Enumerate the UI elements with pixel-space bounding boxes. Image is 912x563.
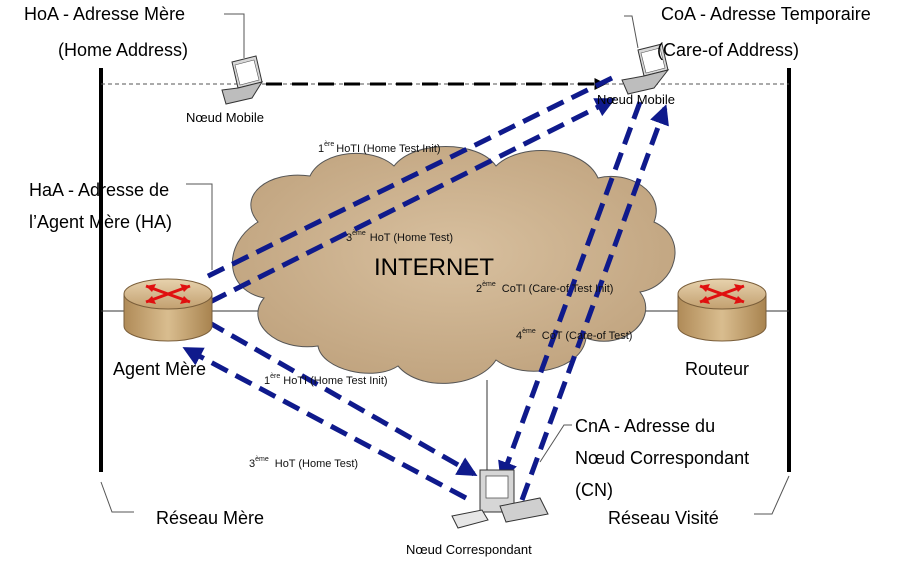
internet-label: INTERNET: [374, 254, 494, 281]
arrow-coti-mn-to-cn: [498, 101, 643, 482]
msg-ordinal: 1: [264, 375, 270, 387]
hoa-label-line1: HoA - Adresse Mère: [24, 4, 185, 24]
cna-label-line2: Nœud Correspondant: [575, 448, 749, 468]
coa-label-line1: CoA - Adresse Temporaire: [661, 4, 871, 24]
message-arrows: [182, 75, 669, 501]
msg-text: HoT (Home Test): [275, 458, 358, 470]
msg-ordinal: 2: [476, 283, 482, 295]
msg-text: HoTI (Home Test Init): [283, 375, 387, 387]
msg-ordinal: 4: [516, 330, 522, 342]
message-label-3: 2ème CoTI (Care-of Test Init): [476, 281, 613, 295]
correspondent-label: Nœud Correspondant: [406, 542, 532, 557]
message-label-2: 3ème HoT (Home Test): [346, 230, 453, 244]
callout-lines: [100, 13, 790, 515]
haa-label-line2: l’Agent Mère (HA): [29, 212, 172, 232]
msg-text: HoT (Home Test): [370, 232, 453, 244]
home-agent-label: Agent Mère: [113, 359, 206, 379]
msg-sup: ème: [255, 456, 269, 463]
mobile-visited-label: Nœud Mobile: [597, 92, 675, 107]
arrow-hot-mn-to-ha: [208, 97, 616, 305]
cna-label-line1: CnA - Adresse du: [575, 416, 715, 436]
cna-label-line3: (CN): [575, 480, 613, 500]
home-agent-router-icon: [123, 278, 213, 342]
msg-sup: ème: [522, 328, 536, 335]
correspondent-computer-icon: [451, 469, 549, 529]
msg-sup: ème: [352, 230, 366, 237]
arrow-hoti-ha-to-cn: [206, 319, 478, 477]
msg-sup: ère: [270, 373, 280, 380]
arrow-hoti-ha-to-mn: [198, 75, 614, 283]
msg-text: HoTI (Home Test Init): [336, 143, 440, 155]
arrow-cot-cn-to-mn: [519, 104, 669, 501]
message-label-6: 3ème HoT (Home Test): [249, 456, 358, 470]
mobile-home-label: Nœud Mobile: [186, 110, 264, 125]
hoa-label-line2: (Home Address): [58, 40, 188, 60]
msg-sup: ème: [482, 281, 496, 288]
msg-ordinal: 3: [249, 458, 255, 470]
msg-ordinal: 3: [346, 232, 352, 244]
msg-ordinal: 1: [318, 143, 324, 155]
visited-router-icon: [677, 278, 767, 342]
home-network-label: Réseau Mère: [156, 508, 264, 528]
laptop-home-icon: [221, 55, 264, 105]
msg-text: CoTI (Care-of Test Init): [502, 283, 614, 295]
visited-network-label: Réseau Visité: [608, 508, 719, 528]
coa-label-line2: (Care-of Address): [657, 40, 799, 60]
msg-sup: ère: [324, 141, 334, 148]
router-label: Routeur: [685, 359, 749, 379]
haa-label-line1: HaA - Adresse de: [29, 180, 169, 200]
message-label-4: 4ème CoT (Care-of Test): [516, 328, 632, 342]
msg-text: CoT (Care-of Test): [542, 330, 633, 342]
laptop-visited-icon: [621, 43, 670, 95]
internet-cloud: [232, 146, 676, 384]
